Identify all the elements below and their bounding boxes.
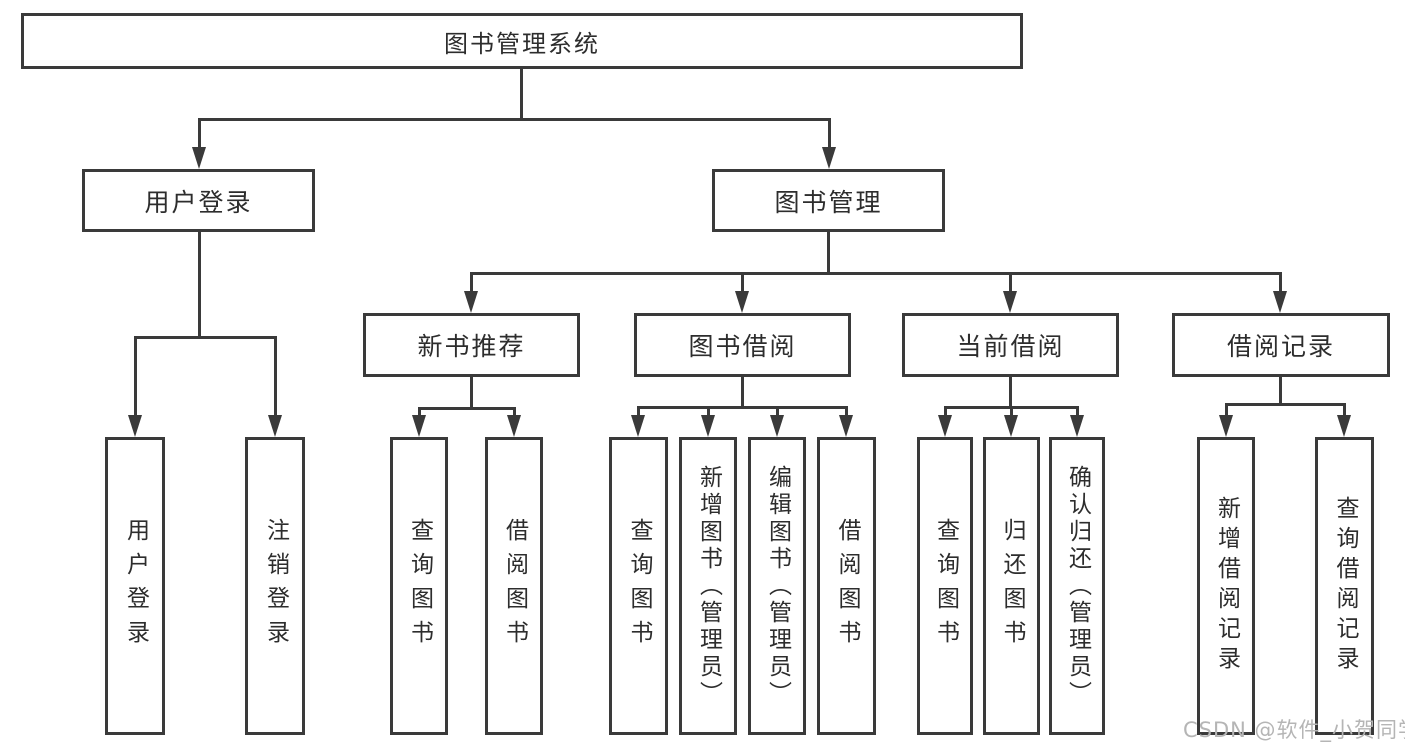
arrowhead-edit-book (770, 415, 784, 437)
connector-login-drop-2 (274, 339, 277, 415)
arrowhead-current-borrow (1003, 291, 1017, 313)
connector-newbook-stem (470, 377, 473, 407)
connector-borrow-drop-4 (845, 409, 848, 417)
connector-records-drop-1 (1225, 406, 1228, 417)
leaf-query-books-2: 查询图书 (609, 437, 668, 735)
connector-root-drop-left (198, 121, 201, 149)
node-new-book-recommend: 新书推荐 (363, 313, 580, 377)
connector-borrow-drop-3 (776, 409, 779, 417)
node-current-borrow-label: 当前借阅 (956, 332, 1065, 361)
leaf-add-borrow-record-label: 新增借阅记录 (1213, 496, 1240, 676)
node-borrow-records: 借阅记录 (1172, 313, 1390, 377)
connector-current-drop-1 (944, 409, 947, 417)
leaf-add-book-admin: 新增图书（管理员） (679, 437, 737, 735)
connector-root-stem (520, 69, 523, 118)
leaf-edit-book-admin: 编辑图书（管理员） (748, 437, 806, 735)
arrowhead-return-book (1004, 415, 1018, 437)
arrowhead-query-books-2 (631, 415, 645, 437)
leaf-add-borrow-record: 新增借阅记录 (1197, 437, 1255, 735)
leaf-confirm-return-admin: 确认归还（管理员） (1049, 437, 1105, 735)
leaf-add-book-admin-label: 新增图书（管理员） (695, 464, 722, 708)
connector-borrow-bar (637, 406, 848, 409)
leaf-edit-book-admin-label: 编辑图书（管理员） (764, 464, 791, 708)
arrowhead-new-book (464, 291, 478, 313)
leaf-query-borrow-record-label: 查询借阅记录 (1332, 496, 1358, 676)
connector-mgmt-drop-3 (1009, 275, 1012, 293)
arrowhead-book-borrow (735, 291, 749, 313)
arrowhead-add-book (701, 415, 715, 437)
connector-login-bar (134, 336, 277, 339)
leaf-user-login: 用户登录 (105, 437, 165, 735)
node-book-management-label: 图书管理 (774, 187, 883, 217)
connector-mgmt-bar (470, 272, 1282, 275)
node-borrow-records-label: 借阅记录 (1226, 332, 1335, 361)
connector-records-stem (1279, 377, 1282, 403)
leaf-borrow-books-2-label: 借阅图书 (834, 518, 860, 654)
arrowhead-query-books-1 (412, 415, 426, 437)
connector-login-drop-1 (134, 339, 137, 415)
connector-current-bar (944, 406, 1079, 409)
node-new-book-recommend-label: 新书推荐 (417, 332, 526, 361)
arrowhead-borrow-records (1273, 291, 1287, 313)
leaf-borrow-books-1-label: 借阅图书 (501, 518, 528, 654)
node-user-login: 用户登录 (82, 169, 315, 232)
leaf-query-books-3: 查询图书 (917, 437, 973, 735)
arrowhead-borrow-books-1 (507, 415, 521, 437)
leaf-user-login-label: 用户登录 (122, 518, 149, 654)
arrowhead-leaf-user-login (128, 415, 142, 437)
connector-borrow-stem (741, 377, 744, 406)
leaf-return-book: 归还图书 (983, 437, 1040, 735)
leaf-return-book-label: 归还图书 (999, 518, 1025, 654)
connector-login-stem (198, 232, 201, 336)
leaf-query-borrow-record: 查询借阅记录 (1315, 437, 1374, 735)
node-book-borrow-label: 图书借阅 (688, 332, 797, 361)
arrowhead-query-borrow-record (1337, 415, 1351, 437)
connector-mgmt-drop-1 (470, 275, 473, 293)
node-current-borrow: 当前借阅 (902, 313, 1119, 377)
node-user-login-label: 用户登录 (144, 187, 253, 217)
node-book-borrow: 图书借阅 (634, 313, 851, 377)
leaf-query-books-3-label: 查询图书 (932, 518, 959, 654)
connector-records-drop-2 (1343, 406, 1346, 417)
leaf-query-books-1: 查询图书 (390, 437, 448, 735)
arrowhead-add-borrow-record (1219, 415, 1233, 437)
connector-borrow-drop-2 (707, 409, 710, 417)
leaf-query-books-1-label: 查询图书 (406, 518, 433, 654)
connector-newbook-drop-2 (513, 410, 516, 417)
leaf-logout-label: 注销登录 (262, 518, 289, 654)
node-book-management: 图书管理 (712, 169, 945, 232)
connector-mgmt-drop-2 (741, 275, 744, 293)
arrowhead-book-management (822, 147, 836, 169)
connector-current-stem (1009, 377, 1012, 406)
node-root-label: 图书管理系统 (444, 29, 600, 58)
connector-root-bar (198, 118, 831, 121)
connector-mgmt-stem (827, 232, 830, 272)
connector-newbook-drop-1 (418, 410, 421, 417)
node-root: 图书管理系统 (21, 13, 1023, 69)
watermark: CSDN @软件_小贺同学 (1183, 718, 1405, 742)
leaf-borrow-books-1: 借阅图书 (485, 437, 543, 735)
arrowhead-query-books-3 (938, 415, 952, 437)
connector-records-bar (1225, 403, 1346, 406)
connector-current-drop-3 (1076, 409, 1079, 417)
leaf-borrow-books-2: 借阅图书 (817, 437, 876, 735)
connector-newbook-bar (418, 407, 516, 410)
connector-root-drop-right (828, 121, 831, 149)
arrowhead-borrow-books-2 (839, 415, 853, 437)
leaf-query-books-2-label: 查询图书 (626, 518, 652, 654)
connector-borrow-drop-1 (637, 409, 640, 417)
leaf-confirm-return-admin-label: 确认归还（管理员） (1064, 464, 1091, 708)
arrowhead-confirm-return (1070, 415, 1084, 437)
arrowhead-user-login (192, 147, 206, 169)
arrowhead-leaf-logout (268, 415, 282, 437)
connector-mgmt-drop-4 (1279, 275, 1282, 293)
connector-current-drop-2 (1010, 409, 1013, 417)
leaf-logout: 注销登录 (245, 437, 305, 735)
